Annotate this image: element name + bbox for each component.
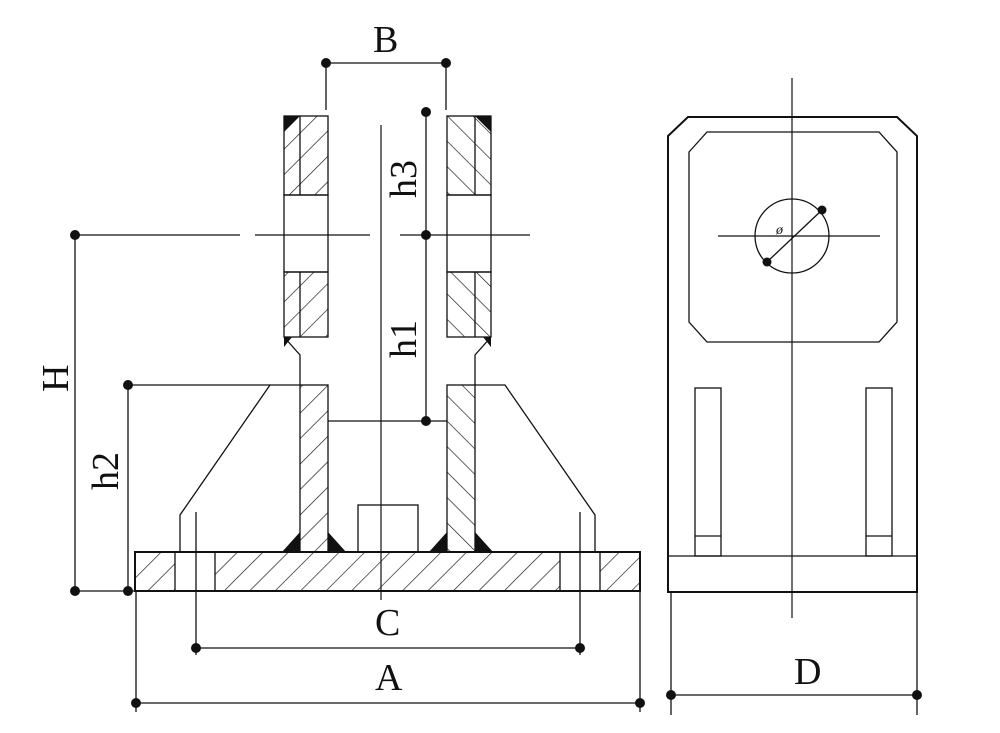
pin-centerline <box>70 230 530 240</box>
dimension-h2: h2 <box>85 380 270 596</box>
right-tube-wall <box>446 115 492 553</box>
side-view: ø <box>667 78 918 618</box>
label-D: D <box>794 651 821 693</box>
side-inner-window <box>688 131 898 343</box>
dimension-A: A <box>131 591 645 712</box>
dimension-h1: h1 <box>383 235 431 426</box>
label-h3: h3 <box>383 160 425 198</box>
label-A: A <box>375 657 403 699</box>
label-diameter: ø <box>775 223 784 238</box>
weld-marks <box>282 116 493 552</box>
left-tube-wall <box>283 115 329 553</box>
gusset-outline <box>179 384 596 552</box>
label-C: C <box>375 602 400 644</box>
front-view <box>70 115 641 600</box>
label-H: H <box>35 365 77 392</box>
center-block <box>357 504 419 553</box>
dimension-h3: h3 <box>383 107 431 240</box>
side-gusset-left <box>694 387 722 557</box>
label-h1: h1 <box>383 320 425 358</box>
label-h2: h2 <box>85 452 127 490</box>
side-gusset-right <box>865 387 893 557</box>
label-B: B <box>373 19 398 61</box>
base-plate <box>134 551 641 592</box>
dimension-D: D <box>666 592 922 715</box>
dimension-H: H <box>35 235 135 596</box>
dimension-B: B <box>321 19 451 110</box>
dimension-C: C <box>191 512 585 655</box>
side-outer-outline <box>667 116 918 593</box>
